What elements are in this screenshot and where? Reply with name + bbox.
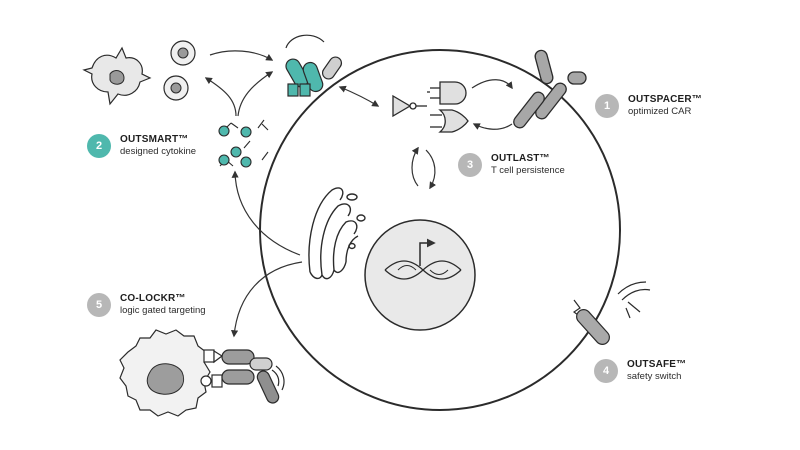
callout-co-lockr: 5 CO-LOCKR™ logic gated targeting bbox=[87, 293, 206, 317]
immune-cells-icon bbox=[82, 40, 196, 106]
callout-outlast: 3 OUTLAST™ T cell persistence bbox=[458, 153, 565, 177]
callout-title: CO-LOCKR™ bbox=[120, 293, 186, 304]
callout-number-badge: 4 bbox=[594, 359, 618, 383]
arrow-gate-to-car bbox=[471, 79, 513, 90]
endoplasmic-reticulum-icon bbox=[308, 187, 366, 280]
callout-number-badge: 1 bbox=[595, 94, 619, 118]
callout-number-badge: 5 bbox=[87, 293, 111, 317]
callout-number-badge: 2 bbox=[87, 134, 111, 158]
arrow-receptor-to-gate bbox=[338, 85, 380, 107]
nucleus-dna-icon bbox=[364, 219, 476, 331]
arrow-er-to-cytokine bbox=[231, 170, 301, 256]
callout-outsmart: 2 OUTSMART™ designed cytokine bbox=[87, 134, 196, 158]
callout-number-badge: 3 bbox=[458, 153, 482, 177]
co-lockr-receptor-icon bbox=[200, 349, 285, 404]
car-receptor-icon bbox=[513, 49, 587, 129]
callout-subtitle: safety switch bbox=[627, 371, 682, 382]
arrow-cytokine-to-cells bbox=[204, 77, 237, 117]
callout-title: OUTSPACER™ bbox=[628, 94, 703, 105]
callout-outspacer: 1 OUTSPACER™ optimized CAR bbox=[595, 94, 702, 118]
callout-subtitle: logic gated targeting bbox=[120, 305, 206, 316]
logic-gate-circuit-icon bbox=[392, 81, 469, 133]
callout-subtitle: T cell persistence bbox=[491, 165, 565, 176]
callout-title: OUTSAFE™ bbox=[627, 359, 687, 370]
callout-title: OUTSMART™ bbox=[120, 134, 189, 145]
arrow-car-to-gate bbox=[472, 123, 513, 130]
tumor-cell-icon bbox=[119, 329, 211, 417]
callout-title: OUTLAST™ bbox=[491, 153, 550, 164]
cytokine-receptor-icon bbox=[285, 34, 343, 97]
arrow-er-to-tumor bbox=[230, 261, 303, 338]
arrow-persistence-down bbox=[425, 149, 437, 190]
callout-subtitle: optimized CAR bbox=[628, 106, 692, 117]
arrow-cytokine-to-receptor bbox=[237, 71, 274, 117]
callout-subtitle: designed cytokine bbox=[120, 146, 197, 157]
callout-outsafe: 4 OUTSAFE™ safety switch bbox=[594, 359, 686, 383]
safety-switch-icon bbox=[572, 281, 651, 346]
designed-cytokine-icon bbox=[218, 119, 269, 168]
arrow-cells-to-receptor bbox=[209, 50, 274, 61]
arrow-persistence-up bbox=[411, 146, 419, 187]
